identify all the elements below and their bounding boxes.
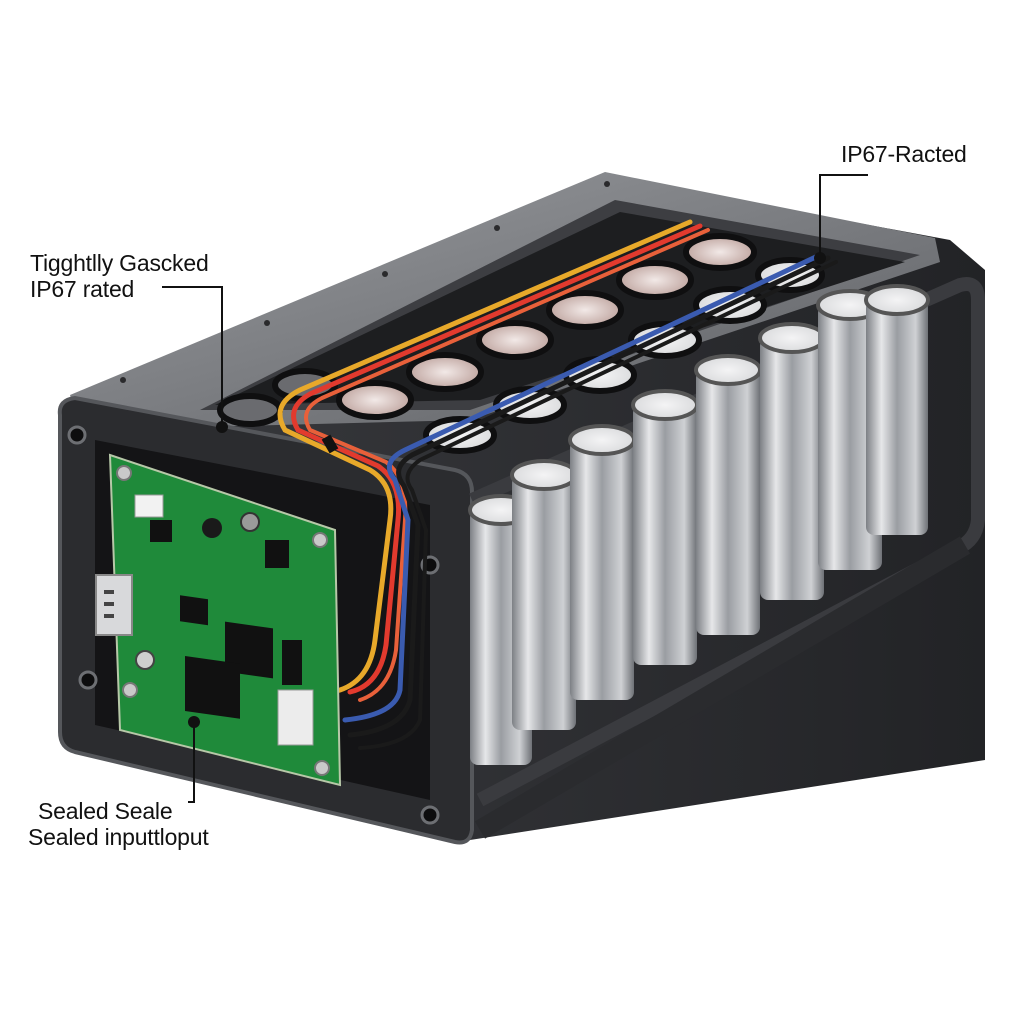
wiring-harness [277,219,838,750]
cell [510,459,578,730]
leader-top-right [819,174,868,258]
cell [694,354,762,635]
leader-dots [188,252,826,728]
callout-top-left-line-1: Tigghtlly Gascked [30,250,209,276]
callout-bottom-left-line-1: Sealed Seale [38,798,173,824]
cell [631,389,699,665]
bms-pcb [108,453,342,787]
callout-bottom-left-line-2: Sealed inputtloput [28,824,209,850]
callout-bottom-left: Sealed Seale Sealed inputtloput [28,798,209,850]
cell [568,424,636,700]
pcb-chips [150,520,289,719]
cell [758,322,826,600]
callout-top-left-line-2: IP67 rated [30,276,135,302]
callout-top-right: IP67-Racted [841,141,967,167]
callout-top-left: Tigghtlly Gascked IP67 rated [30,250,209,302]
leader-lines [162,174,868,803]
cell [864,284,930,535]
pcb-mounting-screws [116,465,330,776]
callout-top-right-line-1: IP67-Racted [841,141,967,167]
cylindrical-cells [217,233,930,765]
io-connector [95,574,133,636]
leader-top-left [162,286,223,427]
leader-bottom-left [188,722,195,803]
top-screws [120,181,610,383]
